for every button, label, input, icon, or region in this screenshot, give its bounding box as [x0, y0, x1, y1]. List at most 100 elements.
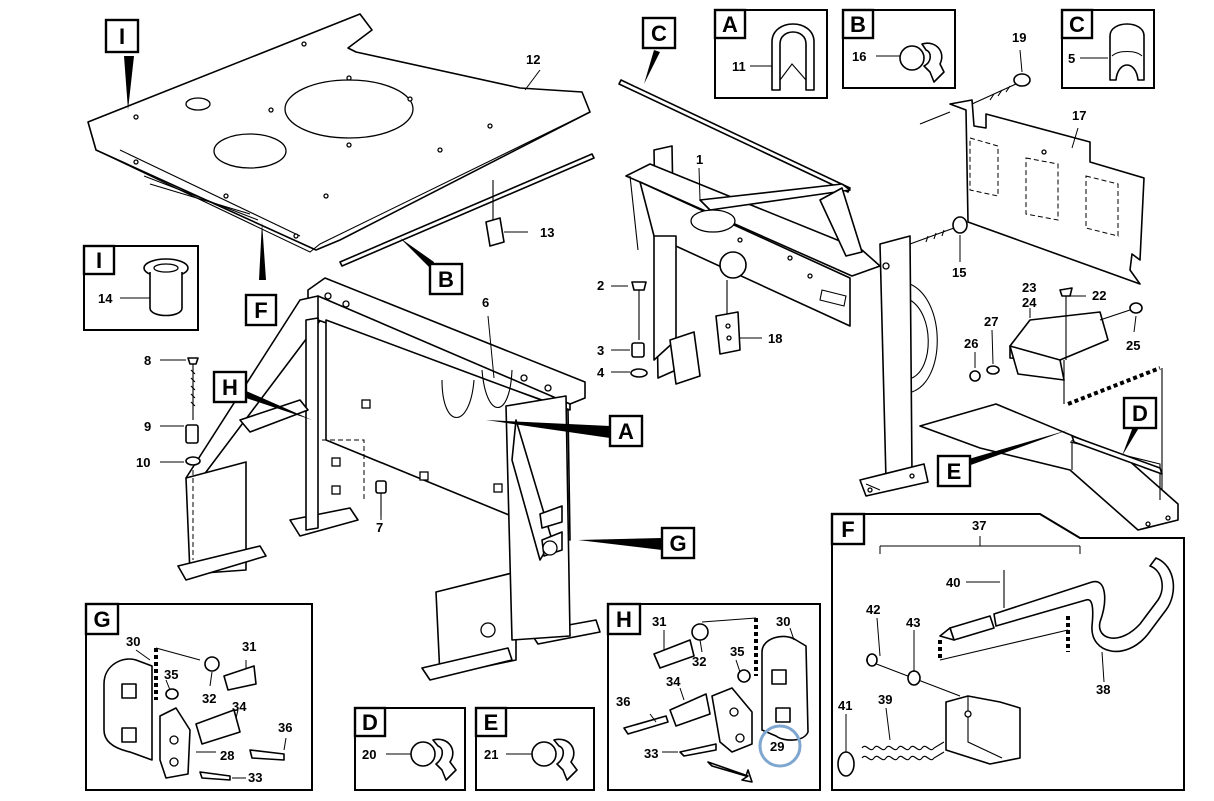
detail-f-letter: F	[841, 517, 854, 542]
bracket-18	[715, 280, 741, 355]
part-label-34-h: 34	[666, 674, 681, 689]
leader-6	[487, 315, 495, 379]
callout-wedge-f	[259, 222, 266, 280]
letter-e-main: E	[947, 459, 962, 484]
letter-g-main: G	[669, 531, 686, 556]
leader-17	[1071, 127, 1079, 149]
part-label-32-h: 32	[692, 654, 706, 669]
part-label-41: 41	[838, 698, 852, 713]
detail-f: F 37 40 42 43 38 39 41	[830, 512, 1185, 791]
part-label-4: 4	[597, 365, 605, 380]
detail-c-letter: C	[1069, 12, 1085, 37]
stud-7	[375, 480, 387, 516]
detail-d-letter: D	[362, 710, 378, 735]
part-label-19: 19	[1012, 30, 1026, 45]
bracket-23-24	[969, 287, 1163, 508]
part-label-2: 2	[597, 278, 604, 293]
part-label-37: 37	[972, 518, 986, 533]
part-label-34-g: 34	[232, 699, 247, 714]
callout-wedge-i	[124, 56, 134, 110]
part-label-17: 17	[1072, 108, 1086, 123]
callout-wedge-d	[1122, 424, 1140, 456]
leader-12	[524, 69, 541, 91]
detail-c: C 5	[1060, 8, 1155, 89]
panel-17	[919, 99, 1145, 285]
letter-c-main: C	[651, 21, 667, 46]
bolt-19	[971, 73, 1031, 105]
left-frame-6	[177, 277, 601, 681]
part-label-1: 1	[696, 152, 703, 167]
detail-e: E 21	[474, 706, 595, 791]
label-box-a-main: A	[608, 414, 644, 448]
part-label-35-g: 35	[164, 667, 178, 682]
part-label-3: 3	[597, 343, 604, 358]
detail-d: D 20	[353, 706, 466, 791]
label-box-b-main: B	[428, 262, 464, 296]
part-label-5: 5	[1068, 51, 1075, 66]
leader-1	[698, 167, 701, 201]
leader-25	[1133, 315, 1137, 333]
part-label-27: 27	[984, 314, 998, 329]
detail-a-letter: A	[722, 12, 738, 37]
seat-plate-12	[87, 13, 591, 253]
detail-b-letter: B	[850, 12, 866, 37]
detail-i-letter: I	[96, 248, 102, 273]
part-label-43: 43	[906, 615, 920, 630]
detail-i: I 14	[82, 244, 199, 331]
rod-c	[618, 79, 851, 193]
rod-under-plate	[339, 153, 595, 267]
part-label-39: 39	[878, 692, 892, 707]
detail-e-letter: E	[484, 710, 499, 735]
part-label-24: 24	[1022, 295, 1037, 310]
part-label-26: 26	[964, 336, 978, 351]
center-frame-1	[625, 145, 938, 497]
bolt-stack-2-3-4	[630, 281, 648, 378]
callout-wedge-b	[400, 238, 434, 270]
label-box-h-main: H	[212, 370, 248, 404]
part-label-8: 8	[144, 353, 151, 368]
bolt-15	[909, 216, 968, 245]
part-label-9: 9	[144, 419, 151, 434]
part-label-36-g: 36	[278, 720, 292, 735]
detail-g: G 30 31 35 32 34 36 28 33	[84, 602, 313, 791]
detail-a: A 11	[713, 8, 828, 99]
part-label-14: 14	[98, 291, 113, 306]
label-box-f-main: F	[244, 293, 278, 327]
part-label-16: 16	[852, 49, 866, 64]
part-label-11: 11	[732, 59, 746, 74]
part-label-38: 38	[1096, 682, 1110, 697]
highlight-circle-29	[758, 724, 802, 768]
letter-i-top: I	[119, 24, 125, 49]
callout-wedge-h	[244, 390, 312, 420]
part-label-6: 6	[482, 295, 489, 310]
part-label-29: 29	[770, 739, 784, 754]
letter-f-main: F	[254, 298, 267, 323]
callout-wedge-g	[578, 538, 662, 550]
label-box-c-main: C	[641, 16, 677, 50]
callout-wedge-a	[486, 420, 610, 438]
part-label-23: 23	[1022, 280, 1036, 295]
part-label-20: 20	[362, 747, 376, 762]
callout-wedge-c-rod	[644, 50, 660, 84]
tray-d-e	[919, 403, 1179, 531]
part-label-10: 10	[136, 455, 150, 470]
label-box-g-main: G	[660, 526, 696, 560]
part-label-22: 22	[1092, 288, 1106, 303]
part-label-30-g: 30	[126, 634, 140, 649]
detail-g-letter: G	[93, 607, 110, 632]
part-label-15: 15	[952, 265, 966, 280]
letter-b-main: B	[438, 267, 454, 292]
letter-a-main: A	[618, 419, 634, 444]
letter-h-main: H	[222, 375, 238, 400]
part-label-25: 25	[1126, 338, 1140, 353]
part-label-7: 7	[376, 520, 383, 535]
part-label-33-h: 33	[644, 746, 658, 761]
clip-13	[485, 180, 505, 247]
part-label-36-h: 36	[616, 694, 630, 709]
label-box-e-main: E	[936, 454, 972, 488]
detail-h-letter: H	[616, 607, 632, 632]
part-label-40: 40	[946, 575, 960, 590]
part-label-13: 13	[540, 225, 554, 240]
